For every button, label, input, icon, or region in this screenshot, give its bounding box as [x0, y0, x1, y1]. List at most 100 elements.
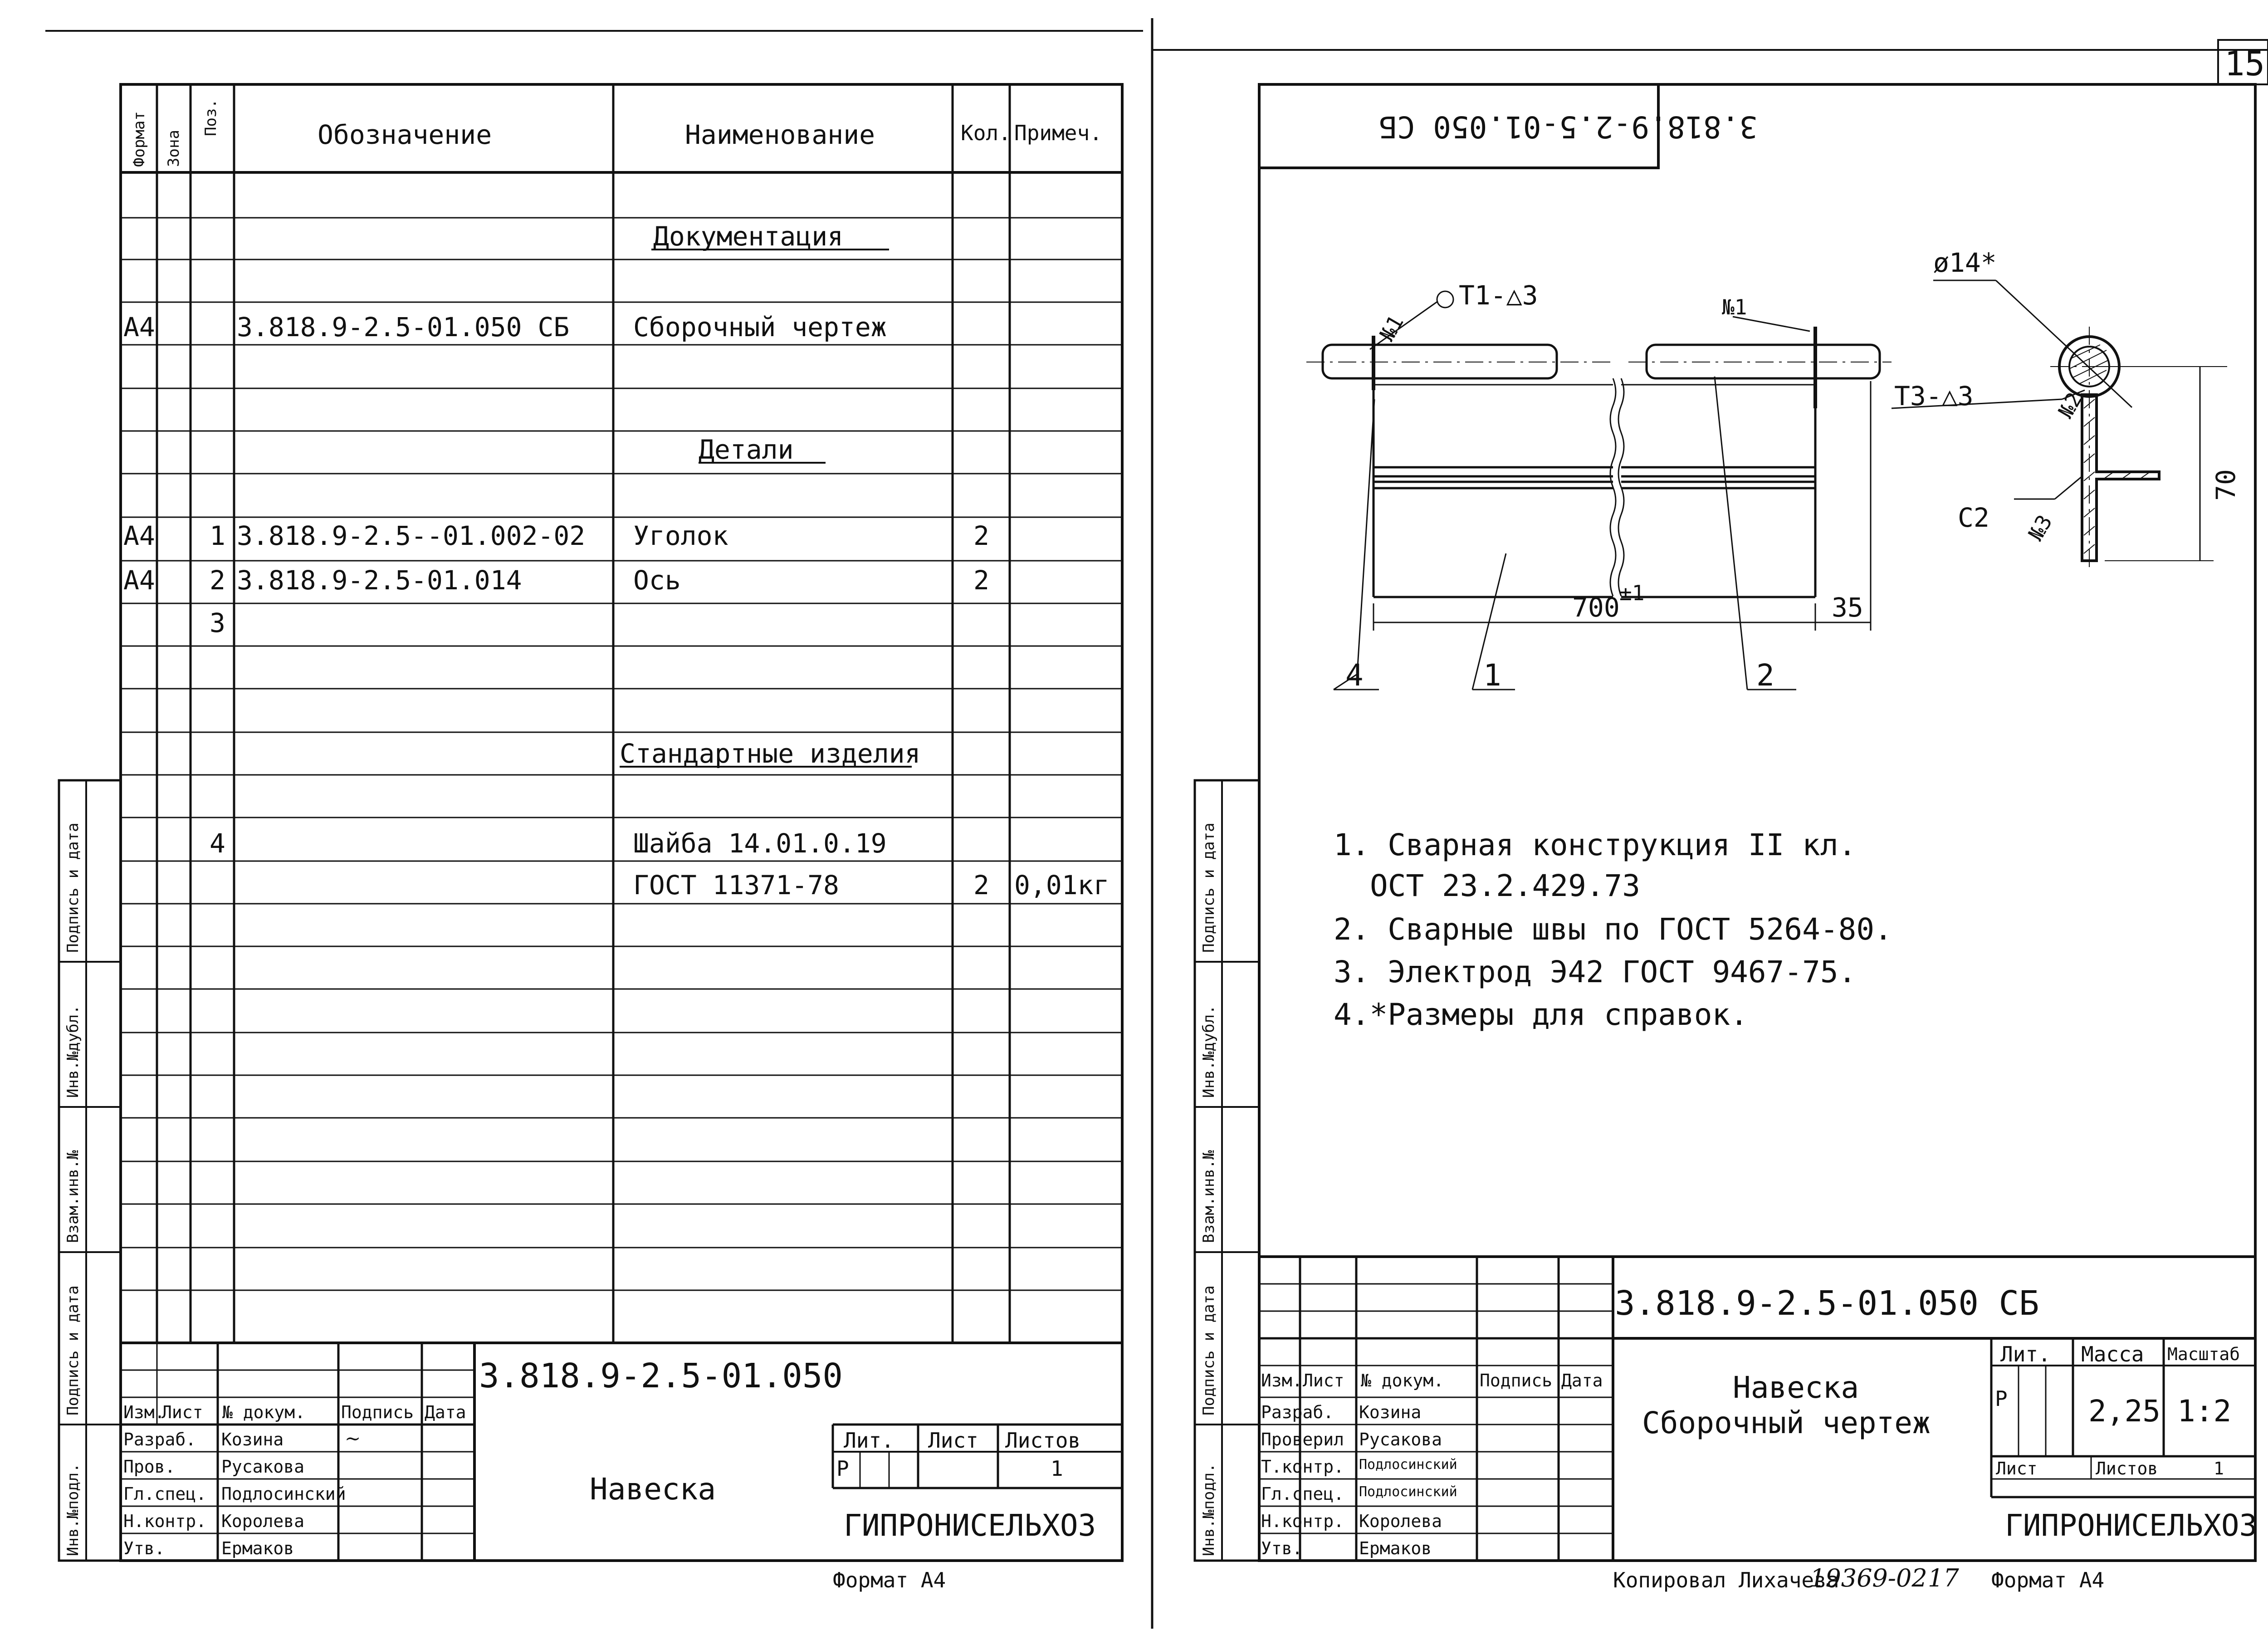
dim-35: 35: [1832, 592, 1863, 623]
left-tb-list: Лист: [161, 1402, 203, 1422]
right-title-code: 3.818.9-2.5-01.050 СБ: [1615, 1284, 2039, 1323]
row2-qty: 2: [973, 520, 989, 551]
right-name-2: Русакова: [1359, 1430, 1442, 1449]
right-tb-list: Лист: [1303, 1371, 1344, 1390]
col-header-note: Примеч.: [1014, 121, 1102, 145]
left-name-4: Королева: [221, 1511, 305, 1531]
right-stamp-inv-orig: Инв.№подл.: [1200, 1463, 1218, 1556]
c2-label: С2: [1958, 502, 1989, 533]
leader-2: 2: [1756, 658, 1774, 693]
right-role-norm-control: Н.контр.: [1261, 1511, 1344, 1531]
note-4: 4.*Размеры для справок.: [1334, 997, 1748, 1032]
left-sheet-label: Лист: [928, 1428, 978, 1453]
right-name-3: Подлосинский: [1359, 1457, 1457, 1473]
row3-name: Ось: [633, 565, 681, 596]
section-documentation: Документация: [653, 221, 844, 252]
left-role-checker: Пров.: [123, 1457, 176, 1477]
right-name-5: Королева: [1359, 1511, 1442, 1531]
right-name-1: Козина: [1359, 1402, 1422, 1422]
right-stamp-sign-date-2: Подпись и дата: [1200, 822, 1218, 953]
right-tb-izm: Изм.: [1261, 1371, 1303, 1390]
left-stamp-sign-date-2: Подпись и дата: [64, 822, 82, 953]
right-stamp-replace-inv: Взам.инв.№: [1200, 1150, 1218, 1243]
diameter-label: ø14*: [1933, 247, 1997, 278]
note-2: 2. Сварные швы по ГОСТ 5264-80.: [1334, 912, 1892, 947]
right-format-label: Формат А4: [1991, 1568, 2105, 1592]
dim-700-tolerance: ±1: [1619, 581, 1645, 605]
col-header-format: Формат: [130, 111, 148, 167]
row1-designation: 3.818.9-2.5-01.050 СБ: [237, 312, 570, 343]
row2-pos: 1: [210, 520, 225, 551]
section-details: Детали: [699, 434, 794, 465]
row4-pos: 3: [210, 607, 225, 638]
copied-by: Копировал Лихачева: [1613, 1568, 1839, 1592]
right-stamp-sign-date-1: Подпись и дата: [1200, 1285, 1218, 1415]
left-stamp-sign-date-1: Подпись и дата: [64, 1285, 82, 1415]
order-page: 17: [1928, 1564, 1959, 1592]
left-name-5: Ермаков: [221, 1538, 294, 1558]
left-org: ГИПРОНИСЕЛЬХОЗ: [844, 1508, 1096, 1543]
note-1: 1. Сварная конструкция II кл.: [1334, 827, 1857, 862]
left-format-label: Формат А4: [833, 1568, 946, 1592]
left-role-norm-control: Н.контр.: [123, 1511, 207, 1531]
right-role-tech-control: Т.контр.: [1261, 1457, 1344, 1477]
right-sheet-label: Лист: [1996, 1459, 2038, 1479]
left-title-code: 3.818.9-2.5-01.050: [479, 1356, 843, 1395]
right-title-2: Сборочный чертеж: [1642, 1405, 1931, 1440]
row2-designation: 3.818.9-2.5--01.002-02: [237, 520, 586, 551]
right-org: ГИПРОНИСЕЛЬХОЗ: [2005, 1508, 2258, 1543]
left-tb-ndoc: № докум.: [222, 1402, 306, 1422]
note-3: 3. Электрод Э42 ГОСТ 9467-75.: [1334, 955, 1857, 989]
assembly-drawing: [1306, 279, 2232, 690]
left-sheets-label: Листов: [1005, 1428, 1081, 1453]
col-header-designation: Обозначение: [318, 119, 492, 150]
left-signature-1: ~: [345, 1427, 361, 1449]
right-tb-ndoc: № докум.: [1361, 1371, 1444, 1390]
row2-name: Уголок: [633, 520, 728, 551]
right-tb-sign: Подпись: [1480, 1371, 1553, 1390]
left-tb-izm: Изм.: [123, 1402, 165, 1422]
leader-1: 1: [1483, 658, 1501, 693]
col-header-pos: Поз.: [202, 99, 220, 136]
row3-designation: 3.818.9-2.5-01.014: [237, 565, 522, 596]
col-header-qty: Кол.: [961, 121, 1011, 145]
row2-format: А4: [123, 520, 155, 551]
mark-n1: №1: [1722, 295, 1747, 319]
row5-name: Шайба 14.01.0.19: [633, 828, 887, 859]
right-sheets-value: 1: [2214, 1459, 2224, 1479]
right-mass-value: 2,25: [2088, 1394, 2160, 1429]
row6-qty: 2: [973, 870, 989, 901]
right-role-chief: Гл.спец.: [1261, 1484, 1344, 1504]
left-sheets-value: 1: [1051, 1456, 1063, 1481]
section-standard-items: Стандартные изделия: [620, 738, 921, 769]
left-lit-label: Лит.: [844, 1428, 894, 1453]
row1-format: А4: [123, 312, 155, 343]
left-lit-value: Р: [836, 1456, 849, 1481]
left-name-2: Русакова: [221, 1457, 305, 1477]
right-name-4: Подлосинский: [1359, 1484, 1457, 1500]
col-header-zone: Зона: [165, 130, 183, 167]
left-tb-sign: Подпись: [341, 1402, 414, 1422]
order-number: 19369-02: [1810, 1564, 1927, 1592]
left-stamp-inv-dup: Инв.№дубл.: [64, 1005, 82, 1098]
right-lit-label: Лит.: [2000, 1342, 2051, 1366]
col-header-name: Наименование: [685, 119, 875, 150]
row3-qty: 2: [973, 565, 989, 596]
left-name-1: Козина: [221, 1430, 284, 1449]
left-stamp-inv-orig: Инв.№подл.: [64, 1463, 82, 1556]
left-role-chief: Гл.спец.: [123, 1484, 207, 1504]
weld-t1-label: Т1-△3: [1459, 280, 1538, 311]
right-role-approved: Утв.: [1261, 1538, 1303, 1558]
right-tb-date: Дата: [1561, 1371, 1603, 1390]
rotated-code-stamp: 3.818.9-2.5-01.050 СБ: [1379, 109, 1758, 144]
row5-pos: 4: [210, 828, 225, 859]
right-lit-value: Р: [1995, 1386, 2008, 1411]
right-name-6: Ермаков: [1359, 1538, 1432, 1558]
right-scale-label: Масштаб: [2167, 1344, 2240, 1364]
left-title-name: Навеска: [590, 1472, 716, 1507]
right-title-1: Навеска: [1733, 1370, 1859, 1405]
dim-700: 700: [1572, 592, 1620, 623]
note-1-cont: ОСТ 23.2.429.73: [1370, 868, 1641, 903]
row3-format: А4: [123, 565, 155, 596]
